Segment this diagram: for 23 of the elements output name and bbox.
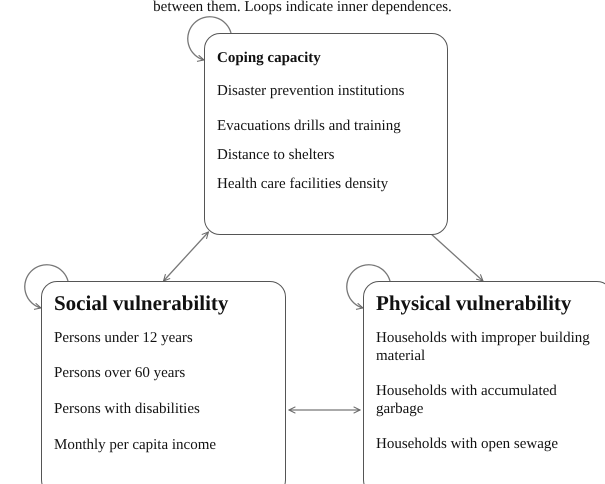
- loop-arrow: [24, 264, 69, 310]
- loop-arrow: [187, 16, 232, 62]
- indicator-text: Persons under 12 years: [54, 329, 194, 347]
- indicator-text: Distance to shelters: [217, 146, 336, 164]
- loop-arrow: [346, 264, 391, 310]
- category-box: [41, 281, 286, 484]
- caption-text: between them. Loops indicate inner dependences.: [152, 0, 453, 15]
- indicator-text: Persons over 60 years: [54, 364, 186, 382]
- category-box: [204, 33, 448, 235]
- indicator-text: Households with accumulated garbage: [376, 382, 558, 418]
- box-heading: Coping capacity: [217, 49, 322, 68]
- category-box: [363, 281, 605, 484]
- indicator-text: Health care facilities density: [217, 175, 390, 193]
- indicator-text: Households with open sewage: [376, 435, 560, 453]
- indicator-text: Households with improper building material: [376, 329, 591, 365]
- box-heading: Social vulnerability: [54, 290, 230, 317]
- indicator-text: Monthly per capita income: [54, 436, 218, 454]
- arrow: [288, 406, 361, 414]
- indicator-text: Evacuations drills and training: [217, 117, 402, 135]
- arrow: [162, 231, 209, 282]
- indicator-text: Disaster prevention institutions: [217, 82, 406, 100]
- indicator-text: Persons with disabilities: [54, 400, 201, 418]
- box-heading: Physical vulnerability: [376, 290, 572, 317]
